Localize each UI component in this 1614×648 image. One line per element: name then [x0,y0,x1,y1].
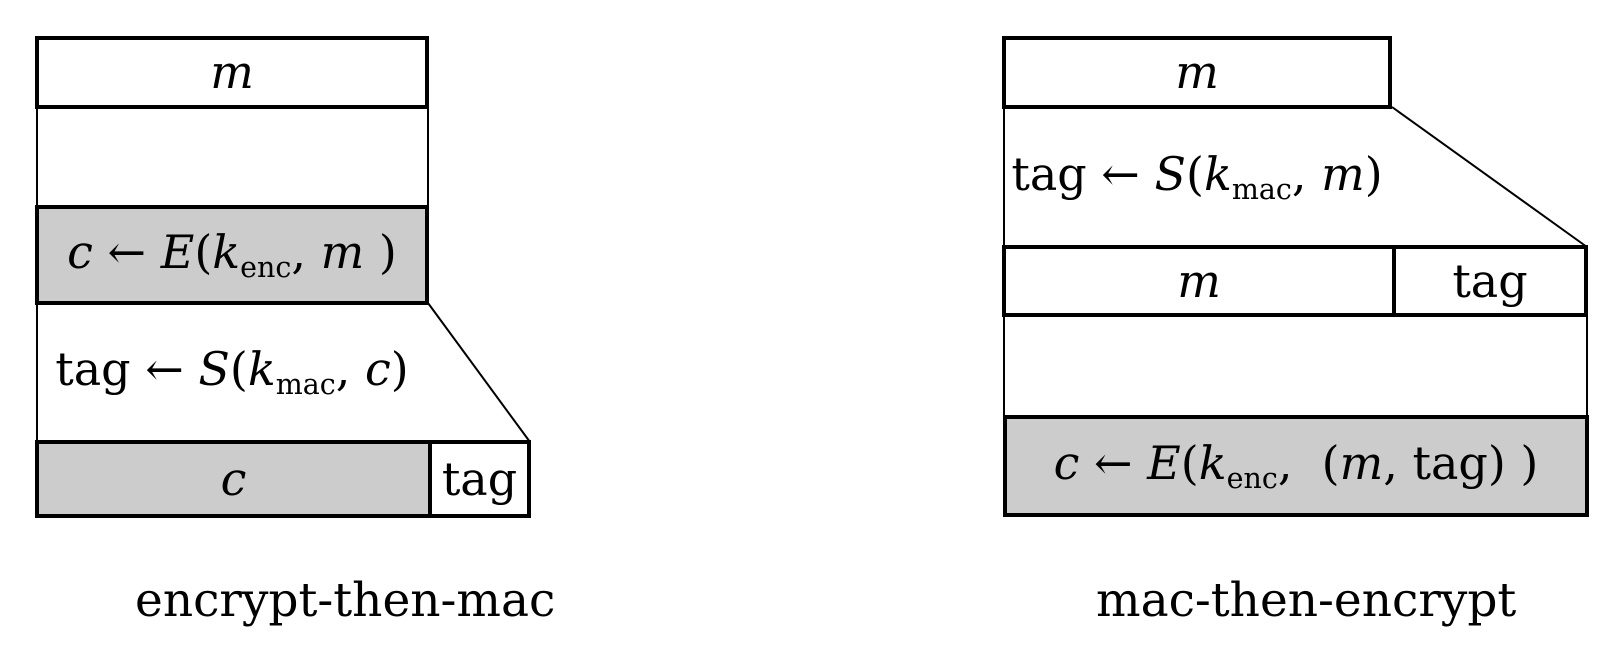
etm-output-tag-box: tag [428,440,531,518]
mte-caption: mac-then-encrypt [1096,573,1517,628]
etm-message-label: m [210,45,254,100]
etm-mac-formula: tag ← S(kmac, c) [55,342,409,402]
etm-output-cipher-box: c [35,440,432,518]
etm-mac-step-region: tag ← S(kmac, c) [35,305,429,440]
etm-encrypt-box: c ← E(kenc, m ) [35,205,429,305]
mte-mac-formula: tag ← S(kmac, m) [1011,146,1383,206]
mte-mid-tag-box: tag [1392,245,1588,317]
mte-message-label: m [1175,45,1219,100]
mte-mid-message-label: m [1177,253,1221,308]
mte-message-box: m [1002,36,1392,109]
mte-mac-step-region: tag ← S(kmac, m) [1002,109,1392,245]
mte-mid-message-box: m [1002,245,1396,317]
etm-encrypt-formula: c ← E(kenc, m ) [67,224,397,284]
mte-mid-tag-label: tag [1452,253,1528,308]
etm-output-tag-label: tag [441,451,518,506]
etm-output-cipher-label: c [220,451,247,506]
connector-line-right-diagonal [1391,106,1588,248]
mte-encrypt-box: c ← E(kenc, (m, tag) ) [1003,415,1589,517]
connector-line-left-diagonal [427,302,531,443]
mte-encrypt-formula: c ← E(kenc, (m, tag) ) [1053,435,1539,495]
etm-caption: encrypt-then-mac [135,573,556,628]
etm-message-box: m [35,36,429,109]
